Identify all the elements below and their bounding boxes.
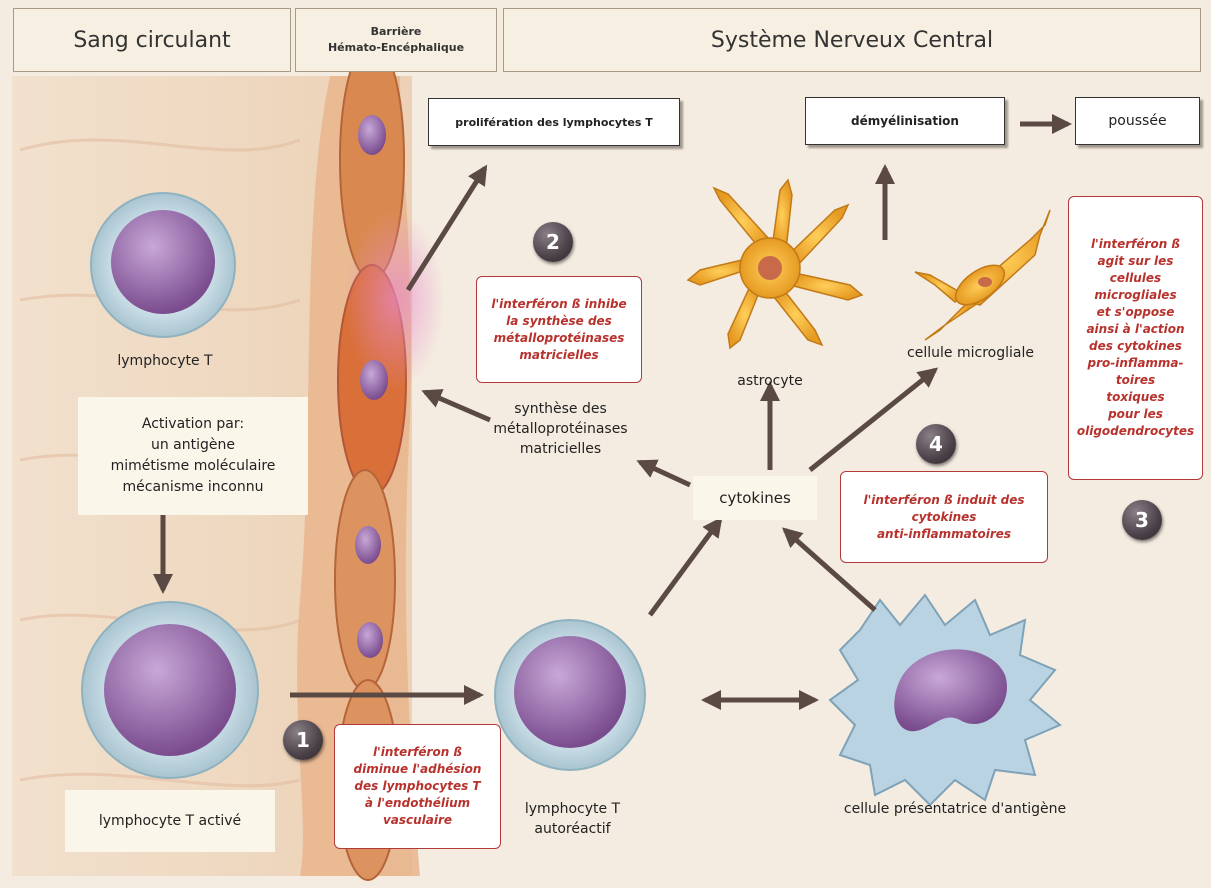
note-1-line-4: à l'endothélium [365,795,470,812]
activation-line-2: un antigène [151,435,235,456]
mmp-line-1: synthèse des [514,399,607,419]
label-activation: Activation par: un antigène mimétisme mo… [78,397,308,515]
box-relapse: poussée [1075,97,1200,145]
step-2-badge: 2 [533,222,573,262]
note-3-line-9: toires [1116,372,1155,389]
box-proliferation: prolifération des lymphocytes T [428,98,680,146]
note-2-line-4: matricielles [519,347,598,364]
note-3-line-7: des cytokines [1089,338,1182,355]
header-blood: Sang circulant [13,8,291,72]
box-demyelination: démyélinisation [805,97,1005,145]
note-1-line-1: l'interféron ß [373,744,462,761]
header-cns: Système Nerveux Central [503,8,1201,72]
note-3-line-8: pro-inflamma- [1087,355,1183,372]
note-1: l'interféron ß diminue l'adhésion des ly… [334,724,501,849]
step-1-badge: 1 [283,720,323,760]
label-cytokines: cytokines [693,476,817,520]
label-apc: cellule présentatrice d'antigène [805,800,1105,819]
note-3-line-10: toxiques [1106,389,1164,406]
note-1-line-3: des lymphocytes T [354,778,480,795]
label-lymphocyte-active: lymphocyte T activé [65,790,275,852]
autoreactive-line-2: autoréactif [534,819,610,839]
label-microglia: cellule microgliale [893,344,1048,363]
activation-line-4: mécanisme inconnu [123,477,264,498]
label-mmp-synthesis: synthèse des métalloprotéinases matricie… [468,392,653,466]
activation-line-1: Activation par: [142,414,244,435]
note-3-line-4: microgliales [1094,287,1176,304]
note-3-line-12: oligodendrocytes [1077,423,1194,440]
label-autoreactive: lymphocyte T autoréactif [510,795,635,843]
header-barrier-line1: Barrière [371,24,422,40]
label-astrocyte: astrocyte [720,372,820,391]
note-4: l'interféron ß induit des cytokines anti… [840,471,1048,563]
note-3-line-6: ainsi à l'action [1086,321,1184,338]
note-1-line-5: vasculaire [383,812,452,829]
mmp-line-3: matricielles [520,439,601,459]
step-4-badge: 4 [916,424,956,464]
note-2: l'interféron ß inhibe la synthèse des mé… [476,276,642,383]
note-3-line-3: cellules [1110,270,1161,287]
header-barrier: Barrière Hémato-Encéphalique [295,8,497,72]
note-2-line-2: la synthèse des [506,313,612,330]
note-4-line-1: l'interféron ß induit des [864,492,1025,509]
note-3-line-5: et s'oppose [1097,304,1175,321]
note-4-line-2: cytokines [912,509,977,526]
activation-line-3: mimétisme moléculaire [111,456,276,477]
note-3-line-11: pour les [1108,406,1163,423]
label-lymphocyte-t: lymphocyte T [100,352,230,371]
note-3-line-1: l'interféron ß [1091,236,1180,253]
mmp-line-2: métalloprotéinases [493,419,627,439]
note-2-line-3: métalloprotéinases [494,330,625,347]
note-1-line-2: diminue l'adhésion [354,761,482,778]
note-4-line-3: anti-inflammatoires [877,526,1011,543]
note-3-line-2: agit sur les [1098,253,1174,270]
header-barrier-line2: Hémato-Encéphalique [328,40,464,56]
note-3: l'interféron ß agit sur les cellules mic… [1068,196,1203,480]
autoreactive-line-1: lymphocyte T [525,799,620,819]
step-3-badge: 3 [1122,500,1162,540]
note-2-line-1: l'interféron ß inhibe [491,296,626,313]
